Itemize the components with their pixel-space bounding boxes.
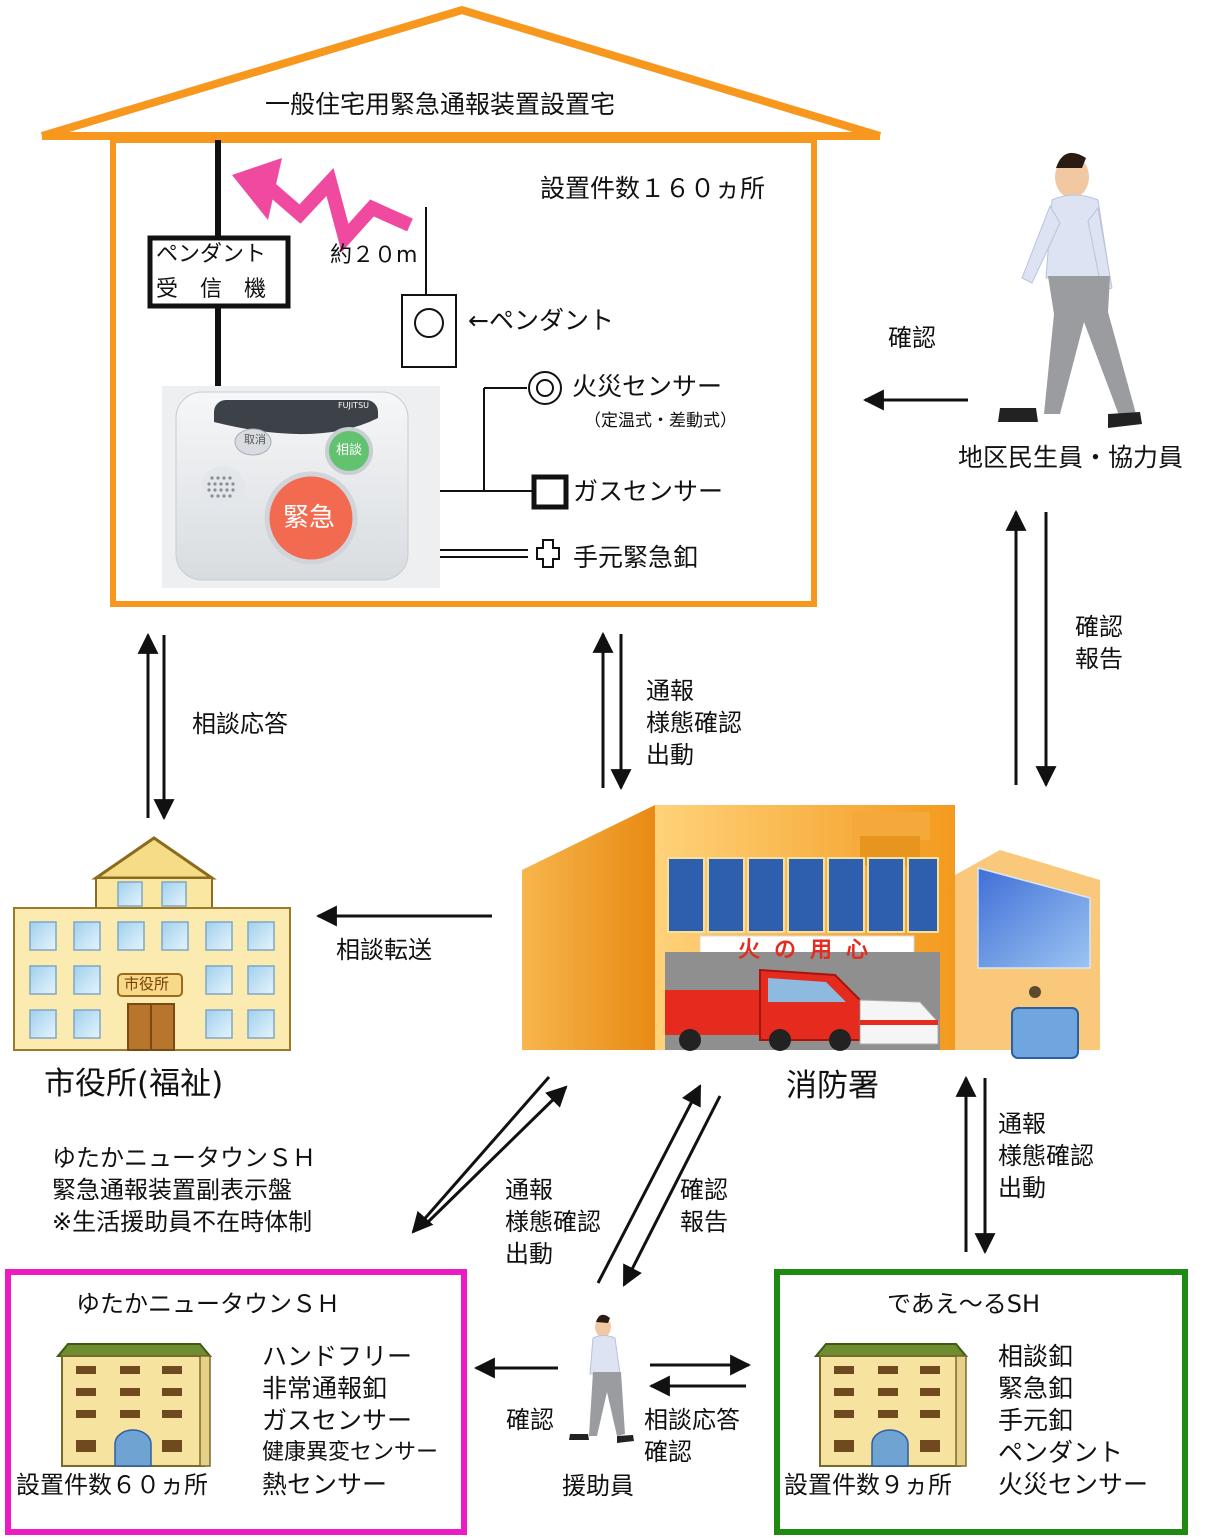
- pendant-label: ←ペンダント: [468, 306, 614, 335]
- flow-fire-volunteer-2: 報告: [1075, 645, 1123, 673]
- volunteer-label: 地区民生員・協力員: [958, 443, 1184, 472]
- yutaka-note-3: ※生活援助員不在時体制: [52, 1208, 313, 1236]
- range-label: 約２０m: [330, 243, 418, 268]
- flow-helper-fire-1: 確認: [680, 1176, 728, 1204]
- fire-station-label: 消防署: [786, 1068, 879, 1104]
- device-consult-label: 相談: [336, 443, 363, 458]
- fire-sensor-note: （定温式・差動式）: [584, 411, 737, 431]
- receiver-label-2: 受 信 機: [156, 277, 267, 302]
- yutaka-device-4: 健康異変センサー: [262, 1440, 439, 1465]
- welfare-sign: 市役所: [124, 975, 170, 993]
- deaeru-apartment-icon: [813, 1343, 969, 1467]
- house-title: 一般住宅用緊急通報装置設置宅: [265, 90, 616, 119]
- helper-label: 援助員: [562, 1472, 634, 1500]
- yutaka-device-1: ハンドフリー: [262, 1342, 413, 1371]
- yutaka-device-2: 非常通報釦: [262, 1374, 388, 1403]
- deaeru-sh-title: であえ～るSH: [887, 1290, 1041, 1318]
- fire-sensor-label: 火災センサー: [572, 372, 723, 401]
- fire-sensor-icon: [528, 371, 562, 405]
- flow-house-fire-1: 通報: [646, 677, 694, 705]
- deaeru-device-1: 相談釦: [998, 1342, 1074, 1371]
- volunteer-figure: [998, 152, 1142, 428]
- helper-figure: [569, 1314, 634, 1443]
- yutaka-apartment-icon: [55, 1343, 213, 1467]
- flow-house-fire-2: 様態確認: [646, 709, 742, 737]
- deaeru-device-4: ペンダント: [998, 1438, 1124, 1467]
- flow-helper-deaeru-2: 確認: [644, 1438, 692, 1466]
- flow-arrows: [137, 389, 1057, 1397]
- yutaka-sh-box: [5, 1269, 467, 1535]
- welfare-label: 市役所(福祉): [44, 1066, 224, 1102]
- emergency-device: [162, 386, 440, 588]
- receiver-label-1: ペンダント: [156, 242, 267, 267]
- device-cancel-label: 取消: [244, 433, 266, 446]
- flow-house-welfare: 相談応答: [192, 710, 288, 738]
- flow-helper-deaeru-1: 相談応答: [644, 1406, 740, 1434]
- gas-sensor-label: ガスセンサー: [573, 477, 724, 506]
- flow-volunteer-house: 確認: [888, 324, 936, 352]
- yutaka-install-count: 設置件数６０ヵ所: [16, 1471, 208, 1499]
- deaeru-device-2: 緊急釦: [998, 1374, 1074, 1403]
- deaeru-sh-box: [774, 1269, 1188, 1535]
- flow-fire-welfare: 相談転送: [336, 936, 432, 964]
- sensor-wiring: [440, 387, 534, 558]
- hand-button-icon: [536, 539, 560, 568]
- flow-yutaka-fire-2: 様態確認: [505, 1208, 601, 1236]
- deaeru-install-count: 設置件数９ヵ所: [784, 1471, 952, 1499]
- flow-house-fire-3: 出動: [646, 741, 694, 769]
- receiver-box: [147, 235, 291, 309]
- flow-fire-volunteer-1: 確認: [1075, 613, 1123, 641]
- fire-station-banner: 火の用心: [738, 938, 883, 963]
- wireless-signal: [232, 158, 413, 253]
- gas-sensor-icon: [531, 474, 569, 510]
- yutaka-device-3: ガスセンサー: [262, 1406, 413, 1435]
- device-brand: FUJITSU: [338, 401, 369, 410]
- house-frame: [40, 5, 882, 607]
- device-emergency-label: 緊急: [283, 503, 336, 533]
- flow-fire-deaeru-1: 通報: [998, 1110, 1046, 1138]
- deaeru-device-5: 火災センサー: [998, 1470, 1149, 1499]
- flow-helper-yutaka: 確認: [506, 1406, 554, 1434]
- yutaka-sh-title: ゆたかニュータウンＳＨ: [76, 1290, 340, 1318]
- yutaka-note-1: ゆたかニュータウンＳＨ: [52, 1144, 316, 1172]
- welfare-building: [13, 836, 291, 1051]
- fire-station-building: [522, 805, 1100, 1059]
- yutaka-device-5: 熱センサー: [262, 1470, 388, 1499]
- yutaka-note-2: 緊急通報装置副表示盤: [52, 1176, 292, 1204]
- hand-button-label: 手元緊急釦: [573, 543, 699, 572]
- deaeru-device-3: 手元釦: [998, 1406, 1074, 1435]
- flow-fire-deaeru-3: 出動: [998, 1174, 1046, 1202]
- flow-helper-fire-2: 報告: [680, 1208, 728, 1236]
- flow-yutaka-fire-3: 出動: [505, 1240, 553, 1268]
- house-install-count: 設置件数１６０ヵ所: [540, 174, 766, 203]
- flow-fire-deaeru-2: 様態確認: [998, 1142, 1094, 1170]
- flow-yutaka-fire-1: 通報: [505, 1176, 553, 1204]
